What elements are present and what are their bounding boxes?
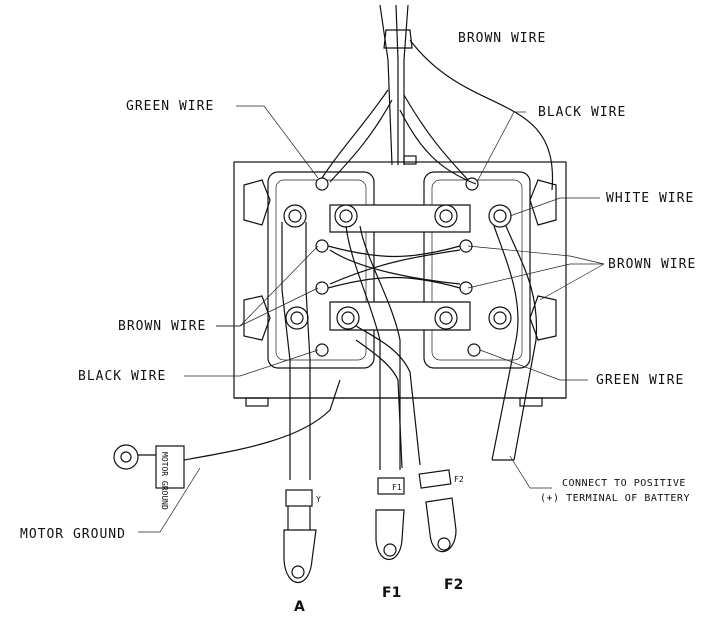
solenoid-right <box>423 171 531 369</box>
large-stud-bottom-center-left <box>336 306 360 330</box>
large-stud-bottom-left <box>285 306 309 330</box>
terminal-f2-label: F2 <box>444 577 463 593</box>
small-terminals <box>315 177 481 357</box>
bus-bar-bottom <box>329 301 471 331</box>
f1-tag-text: F1 <box>392 483 402 492</box>
large-stud-top-center-left <box>334 204 358 228</box>
label-black-wire-left: BLACK WIRE <box>78 369 166 384</box>
label-connect-positive-2: (+) TERMINAL OF BATTERY <box>540 493 690 504</box>
f2-tag-text: F2 <box>454 475 464 484</box>
large-stud-bottom-center-right <box>434 306 458 330</box>
terminal-a-label: A <box>294 599 305 615</box>
cable-battery-positive <box>491 225 538 461</box>
bus-bar-top <box>329 204 471 233</box>
cable-a <box>281 222 317 584</box>
cable-f1 <box>345 225 405 560</box>
label-green-wire-bottom: GREEN WIRE <box>596 373 684 388</box>
label-connect-positive-1: CONNECT TO POSITIVE <box>562 478 686 489</box>
solenoid-left <box>267 171 375 369</box>
large-stud-top-right <box>488 204 512 228</box>
cable-f2 <box>355 325 457 553</box>
label-white-wire: WHITE WIRE <box>606 191 694 206</box>
large-stud-bottom-right <box>488 306 512 330</box>
label-green-wire-top: GREEN WIRE <box>126 99 214 114</box>
ground-tag-text: MOTOR GROUND <box>160 452 169 510</box>
control-wire-bundle <box>321 4 554 289</box>
label-motor-ground: MOTOR GROUND <box>20 527 126 542</box>
motor-ground-wire <box>113 379 341 489</box>
terminal-f1-label: F1 <box>382 585 401 601</box>
large-stud-top-left <box>283 204 307 228</box>
leader-lines <box>138 105 605 533</box>
label-brown-wire-top: BROWN WIRE <box>458 31 546 46</box>
large-stud-top-center-right <box>434 204 458 228</box>
label-black-wire-top: BLACK WIRE <box>538 105 626 120</box>
label-brown-wire-right: BROWN WIRE <box>608 257 696 272</box>
label-brown-wire-left: BROWN WIRE <box>118 319 206 334</box>
a-tag-text: Y <box>316 495 321 504</box>
